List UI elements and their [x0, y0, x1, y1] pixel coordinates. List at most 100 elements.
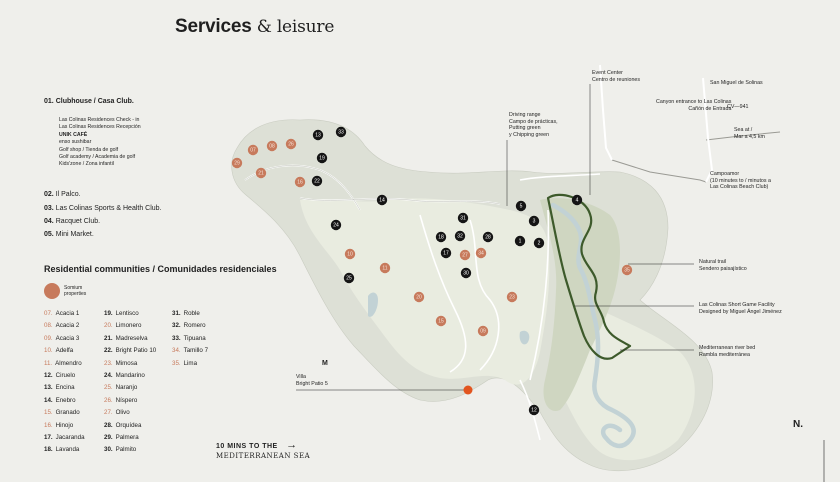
community-item: 11.Almendro — [44, 359, 82, 367]
service-item-sports-club: 03. Las Colinas Sports & Health Club. — [44, 205, 162, 212]
map-marker-dot — [255, 167, 267, 179]
map-marker: 29 — [231, 157, 243, 169]
map-marker-dot — [477, 325, 489, 337]
somium-legend-label: Somium properties — [64, 285, 87, 297]
community-item: 29.Palmera — [104, 434, 139, 441]
clubhouse-sub-item: Las Colinas Residences Check - in — [59, 117, 140, 123]
map-marker-label: 14 — [379, 197, 385, 203]
map-marker-dot — [460, 267, 472, 279]
map-marker-dot — [285, 138, 297, 150]
community-item: 10.Adelfa — [44, 347, 74, 355]
map-marker-label: 12 — [531, 407, 537, 413]
map-marker-dot — [571, 194, 583, 206]
community-item: 35.Lima — [172, 359, 198, 367]
map-marker: 12 — [528, 404, 540, 416]
map-marker-label: 29 — [234, 160, 240, 166]
service-item-clubhouse: 01. Clubhouse / Casa Club. — [44, 98, 134, 105]
community-item: 22.Bright Patio 10 — [104, 347, 157, 355]
ten-mins-callout: 10 MINS TO THE → MEDITERRANEAN SEA — [216, 439, 311, 460]
map-marker-dot — [506, 291, 518, 303]
map-marker: 11 — [379, 262, 391, 274]
map-marker: 21 — [255, 167, 267, 179]
road-sea — [705, 131, 781, 141]
map-marker-label: 27 — [462, 252, 468, 258]
service-item-minimarket: 05. Mini Market. — [44, 231, 94, 238]
map-marker: 5 — [515, 200, 527, 212]
community-item: 09.Acacia 3 — [44, 334, 80, 342]
map-marker-dot — [459, 249, 471, 261]
map-marker: 13 — [312, 129, 324, 141]
residential-title: Residential communities / Comunidades re… — [44, 264, 277, 274]
map-marker-label: 4 — [576, 197, 579, 203]
map-marker-label: 26 — [288, 141, 294, 147]
clubhouse-sub-item: Kids'zone / Zona infantil — [59, 161, 114, 168]
map-marker-label: 17 — [443, 250, 449, 256]
map-marker: 27 — [459, 249, 471, 261]
map-marker: 09 — [477, 325, 489, 337]
community-item: 07.Acacia 1 — [44, 310, 80, 317]
map-marker: 20 — [413, 291, 425, 303]
map-marker: 1 — [514, 235, 526, 247]
map-marker: 31 — [457, 212, 469, 224]
community-item: 24.Mandarino — [104, 372, 145, 379]
service-item-palco: 02. Il Palco. — [44, 191, 81, 198]
community-item: 33.Tipuana — [172, 334, 206, 342]
community-item: 32.Romero — [172, 322, 206, 330]
somium-legend-swatch — [44, 283, 60, 299]
map-marker-dot — [514, 235, 526, 247]
map-marker-dot — [454, 230, 466, 242]
clubhouse-sub-item: enso sushibar — [59, 139, 92, 146]
community-item: 15.Granado — [44, 409, 80, 417]
map-marker-dot — [344, 248, 356, 260]
map-marker-dot — [312, 129, 324, 141]
map-marker-label: 21 — [258, 170, 264, 176]
leader-lines — [296, 84, 694, 391]
map-marker: 34 — [475, 247, 487, 259]
page-title: Services & leisure — [175, 16, 334, 38]
map-marker-dot — [621, 264, 633, 276]
map-marker: 33 — [335, 126, 347, 138]
community-item: 19.Lentisco — [104, 310, 139, 317]
north-indicator: N. — [793, 419, 803, 430]
clubhouse-sub-item: UNIK CAFÉ — [59, 131, 88, 138]
clubhouse-sub-item: Golf academy / Academia de golf — [59, 154, 136, 161]
map-marker: 24 — [330, 219, 342, 231]
community-item: 21.Madreselva — [104, 334, 148, 342]
golf-course-area — [300, 198, 550, 385]
map-marker-label: 24 — [333, 222, 339, 228]
map-marker: 19 — [316, 152, 328, 164]
map-marker-dot — [482, 231, 494, 243]
map-marker-label: 19 — [319, 155, 325, 161]
community-item: 18.Lavanda — [44, 446, 80, 454]
map-marker-label: 13 — [315, 132, 321, 138]
map-marker: 16 — [294, 176, 306, 188]
map-marker-label: 16 — [297, 179, 303, 185]
map-marker-label: 2 — [538, 240, 541, 246]
map-marker-label: 28 — [485, 234, 491, 240]
villa-marker — [463, 385, 473, 395]
map-marker-label: 32 — [457, 233, 463, 239]
map-marker: 22 — [311, 175, 323, 187]
service-item-racquet: 04. Racquet Club. — [44, 218, 101, 225]
map-marker: 23 — [506, 291, 518, 303]
map-marker-dot — [457, 212, 469, 224]
community-item: 20.Limonero — [104, 322, 142, 330]
map-marker-label: 20 — [416, 294, 422, 300]
community-item: 08.Acacia 2 — [44, 322, 80, 330]
map-marker-label: 1 — [519, 238, 522, 244]
label-sea-at: Sea at /Mar a 4,5 km — [734, 127, 765, 140]
map-marker-dot — [435, 231, 447, 243]
clubhouse-sub-item: Las Colinas Residences Recepción — [59, 124, 141, 131]
community-item: 30.Palmito — [104, 446, 137, 454]
map-marker-dot — [343, 272, 355, 284]
map-marker-dot — [247, 144, 259, 156]
map-marker-label: 10 — [347, 251, 353, 257]
map-marker-label: 11 — [382, 265, 387, 271]
map-marker-label: 5 — [520, 203, 523, 209]
